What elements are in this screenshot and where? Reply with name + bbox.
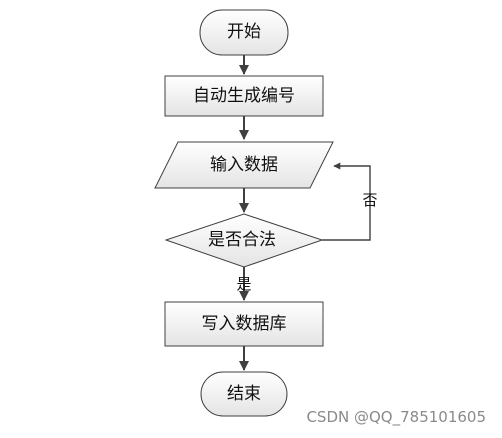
node-end-label: 结束 — [227, 384, 261, 404]
node-start-label: 开始 — [227, 22, 261, 42]
edge-is-valid-no: 否 — [322, 162, 378, 241]
edge-label-yes: 是 — [236, 275, 251, 293]
edge-label-no: 否 — [362, 191, 377, 209]
node-is-valid: 是否合法 — [164, 213, 324, 268]
watermark-text: CSDN @QQ_785101605 — [306, 408, 486, 426]
edge-is-valid-yes: 是 — [236, 267, 252, 301]
node-input-data: 输入数据 — [154, 141, 334, 189]
node-start: 开始 — [199, 9, 289, 56]
node-is-valid-label: 是否合法 — [208, 230, 276, 250]
node-input-data-label: 输入数据 — [210, 155, 278, 175]
node-auto-number-label: 自动生成编号 — [193, 86, 295, 106]
node-write-db-label: 写入数据库 — [202, 314, 287, 334]
node-end: 结束 — [200, 371, 288, 417]
node-write-db: 写入数据库 — [164, 301, 324, 347]
node-auto-number: 自动生成编号 — [164, 75, 324, 117]
